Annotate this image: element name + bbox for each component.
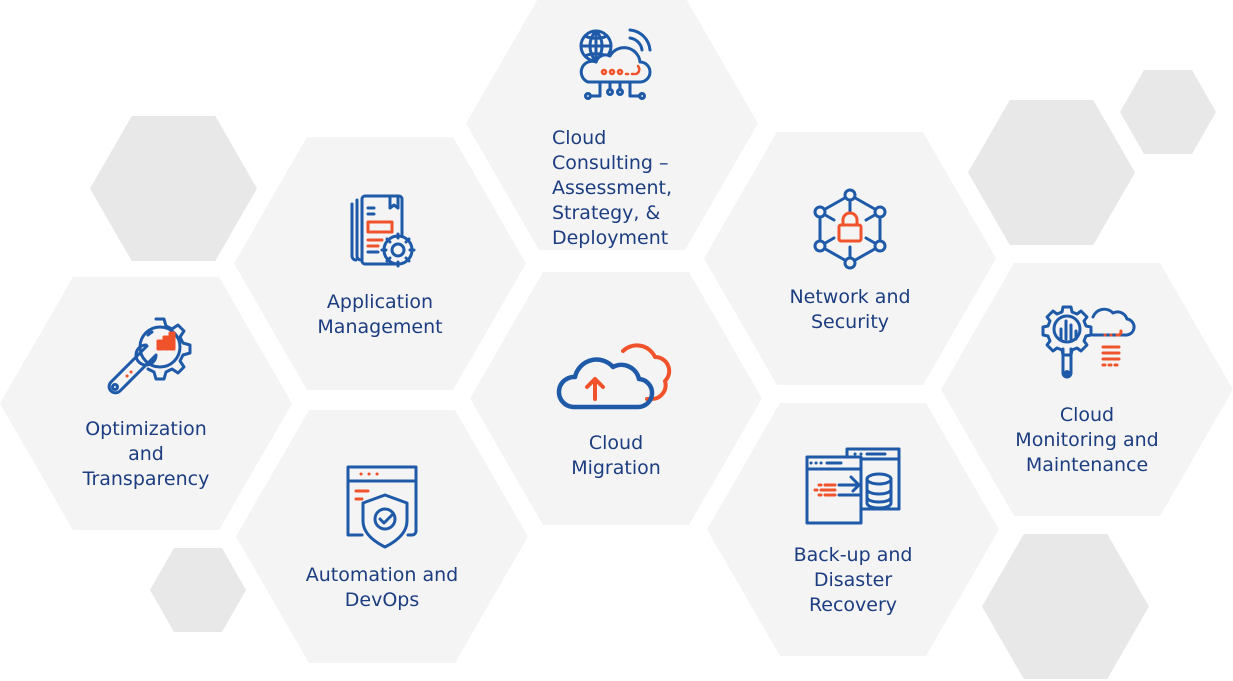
decorative-hexagon (1120, 70, 1216, 154)
wrench-gear-chart-icon (107, 317, 192, 395)
cloud-network-icon (579, 28, 652, 100)
magnifier-gear-cloud-icon (1041, 305, 1136, 379)
network-lock-icon (813, 188, 887, 269)
decorative-hexagon (90, 116, 257, 261)
database-transfer-icon (805, 447, 901, 525)
decorative-hexagon (968, 100, 1135, 245)
documents-gear-icon (350, 194, 416, 267)
decorative-hexagon (982, 534, 1149, 679)
cloud-upload-icon (556, 342, 672, 409)
decorative-hexagon (150, 548, 246, 632)
browser-shield-icon (346, 465, 418, 548)
